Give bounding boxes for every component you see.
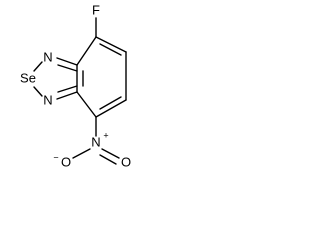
structure-diagram: F N Se N N + O − O	[20, 2, 131, 169]
bond-c4-c5	[95, 36, 127, 53]
bond-n-upper-se	[33, 61, 43, 72]
bond-nitro-n-o-right-double	[99, 154, 117, 165]
atom-f: F	[92, 2, 100, 17]
atom-nitro-o-left: O −	[53, 152, 71, 169]
bond-se-n-lower	[33, 86, 43, 97]
svg-text:O: O	[121, 154, 131, 169]
bond-c3a-c4	[76, 36, 97, 66]
svg-text:F: F	[92, 2, 100, 17]
charge-minus: −	[53, 152, 58, 162]
charge-plus: +	[103, 130, 108, 140]
atom-n-upper: N	[43, 49, 52, 64]
svg-text:Se: Se	[20, 70, 36, 85]
atom-nitro-n: N +	[91, 130, 108, 149]
bond-c7a-n-lower-double	[57, 85, 78, 93]
bond-inner-c6-c7	[99, 96, 122, 110]
atom-n-lower: N	[43, 92, 52, 107]
svg-text:N: N	[91, 134, 100, 149]
svg-text:N: N	[43, 49, 52, 64]
bond-c7a-n-lower	[56, 91, 78, 100]
bond-nitro-n-o-left	[72, 148, 91, 159]
atom-se: Se	[20, 70, 36, 85]
bond-c3a-n-upper-double	[57, 64, 78, 72]
bond-c3a-n-upper	[56, 57, 78, 66]
bond-c6-c7	[95, 99, 127, 118]
atom-nitro-o-right: O	[121, 154, 131, 169]
svg-text:N: N	[43, 92, 52, 107]
svg-text:O: O	[61, 154, 71, 169]
bond-nitro-n-o-right	[101, 148, 120, 159]
bond-c7-c7a	[76, 91, 97, 118]
bond-inner-c4-c5	[99, 43, 122, 56]
